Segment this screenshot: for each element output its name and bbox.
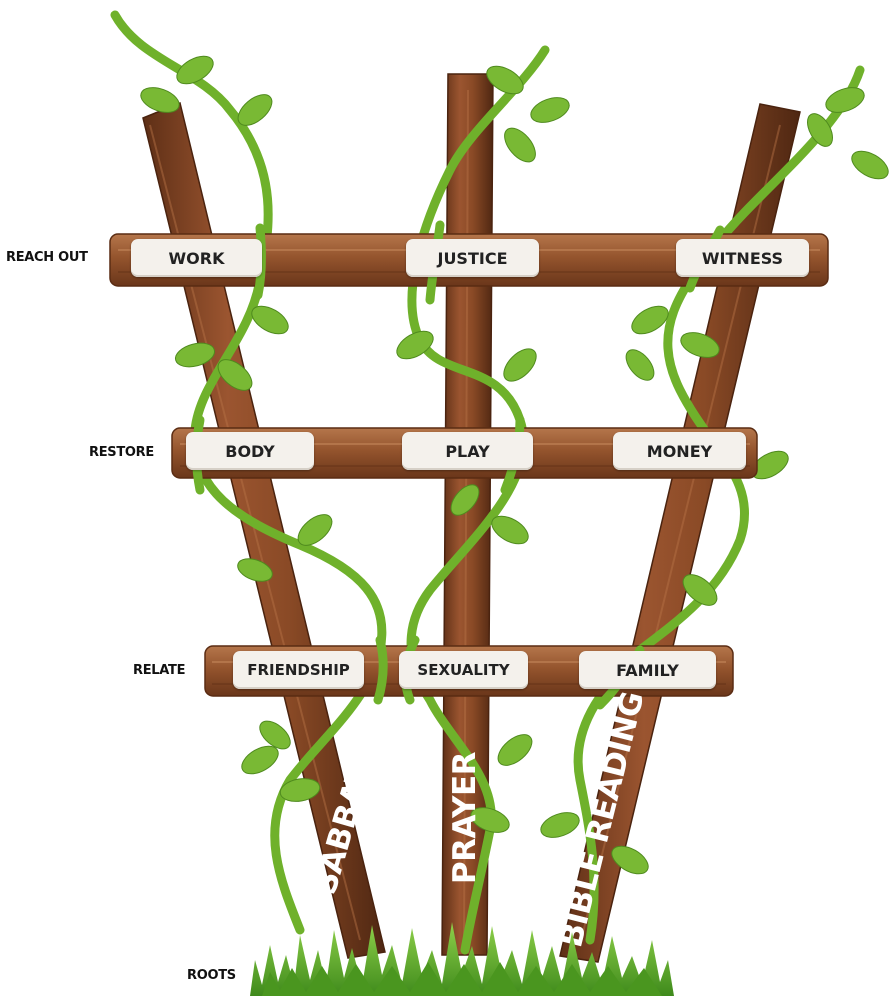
tier-label-roots: ROOTS bbox=[187, 968, 236, 983]
tier-label-reach-out: REACH OUT bbox=[6, 250, 88, 265]
plaque-sexuality: SEXUALITY bbox=[399, 651, 528, 689]
plaque-work: WORK bbox=[131, 239, 262, 277]
plaque-money: MONEY bbox=[613, 432, 746, 470]
post-label-prayer: PRAYER bbox=[447, 751, 483, 884]
leaf-group bbox=[140, 55, 889, 875]
plaque-family: FAMILY bbox=[579, 651, 716, 689]
plaque-play: PLAY bbox=[402, 432, 533, 470]
tier-label-relate: RELATE bbox=[133, 663, 186, 678]
plaque-justice: JUSTICE bbox=[406, 239, 539, 277]
plaque-body: BODY bbox=[186, 432, 314, 470]
plaque-witness: WITNESS bbox=[676, 239, 809, 277]
grass-roots bbox=[250, 922, 674, 996]
plaque-friendship: FRIENDSHIP bbox=[233, 651, 364, 689]
tier-label-restore: RESTORE bbox=[89, 445, 154, 460]
